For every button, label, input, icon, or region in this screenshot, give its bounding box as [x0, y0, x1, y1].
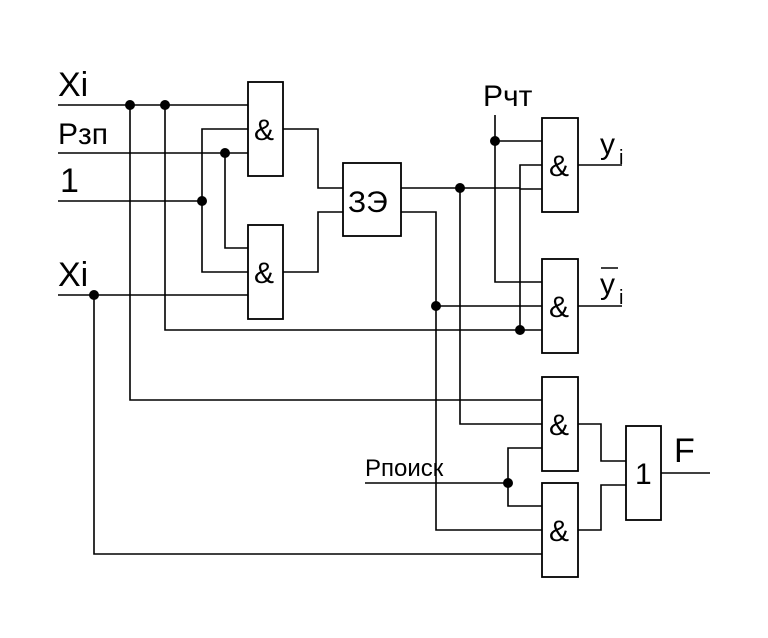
memory-element: ЗЭ [342, 162, 402, 237]
junction-dot [490, 136, 500, 146]
and-gate-write-1: & [247, 81, 284, 177]
wire-xi-to-y [519, 188, 542, 330]
wire-mem-nq [401, 211, 542, 531]
and-gate-read-ybar: & [541, 258, 579, 354]
output-y-main: y [600, 128, 615, 161]
and-gate-search-1: & [541, 376, 579, 472]
input-label-p-search: Рпоиск [365, 455, 444, 482]
input-label-p-write: Рзп [58, 118, 108, 151]
junction-dot [431, 301, 441, 311]
junction-dot [455, 183, 465, 193]
and-gate-symbol: & [549, 515, 569, 548]
junction-dot [220, 148, 230, 158]
input-label-xi-top: Xi [58, 66, 88, 104]
junctions [89, 100, 525, 488]
wire-search2-to-or [578, 484, 626, 531]
output-y-sub: i [619, 147, 623, 169]
junction-dot [89, 290, 99, 300]
input-label-one: 1 [60, 162, 79, 200]
wire-p-read [494, 115, 542, 283]
wire-p-write-branch [224, 153, 248, 249]
and-gate-symbol: & [254, 257, 274, 290]
junction-dot [160, 100, 170, 110]
wires [58, 104, 710, 555]
and-gate-symbol: & [549, 291, 569, 324]
wire-and2-to-mem [283, 211, 343, 273]
and-gate-symbol: & [549, 150, 569, 183]
wire-and1-to-mem [283, 128, 343, 189]
wire-p-search-branch [507, 447, 542, 507]
wire-mem-q-down [459, 188, 542, 425]
wire-xi-top-to-search [129, 105, 542, 401]
wire-xi-top-to-ybar [164, 105, 542, 331]
and-gate-read-y: & [541, 117, 579, 213]
and-gate-symbol: & [254, 114, 274, 147]
wire-mem-q [401, 164, 542, 189]
and-gate-write-2: & [247, 224, 284, 320]
output-ybar-main: y [600, 268, 615, 301]
memory-element-label: ЗЭ [348, 186, 388, 219]
or-gate-symbol: 1 [635, 458, 652, 491]
junction-dot [197, 196, 207, 206]
junction-dot [503, 478, 513, 488]
junction-dot [125, 100, 135, 110]
and-gate-symbol: & [549, 409, 569, 442]
output-ybar-sub: i [619, 287, 623, 309]
wire-xi-bottom-to-search [93, 295, 542, 555]
and-gate-search-2: & [541, 482, 579, 578]
junction-dot [515, 325, 525, 335]
wire-search1-to-or [578, 423, 626, 462]
input-label-p-read: Рчт [483, 80, 533, 113]
or-gate: 1 [625, 425, 662, 521]
output-label-f: F [674, 432, 695, 470]
input-label-xi-bottom: Xi [58, 256, 88, 294]
